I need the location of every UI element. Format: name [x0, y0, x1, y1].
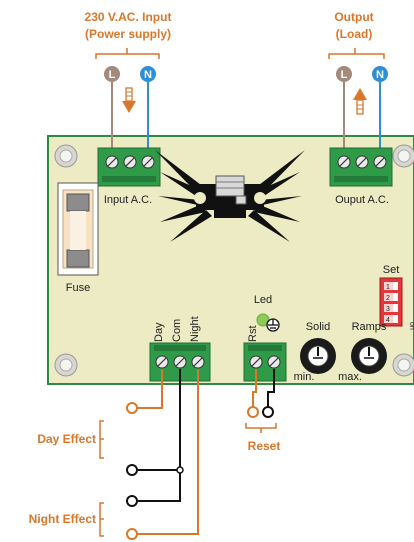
output-title-line1: Output [334, 10, 373, 24]
arrow-up-icon [353, 88, 367, 115]
output-neutral-badge [372, 66, 388, 82]
night-wire [138, 369, 199, 535]
com-label: Com [171, 319, 183, 342]
dip-number-1: 1 [386, 284, 390, 291]
heatsink [155, 150, 305, 242]
output-live-badge [336, 66, 352, 82]
screw-icon [123, 155, 137, 169]
screw-icon [249, 355, 263, 369]
screw-icon [105, 155, 119, 169]
output-ac-label: Ouput A.C. [335, 194, 389, 206]
day-wire [138, 369, 163, 409]
screw-icon [267, 355, 281, 369]
effect-terminal-block [149, 342, 211, 382]
screw-icon [355, 155, 369, 169]
reset-wire-orange [252, 369, 257, 408]
dip-on-label: on [408, 322, 414, 330]
rst-label: Rst [247, 326, 259, 343]
night-effect-bracket [99, 502, 104, 537]
day-effect-label: Day Effect [37, 432, 96, 446]
solid-potentiometer-icon [300, 338, 336, 374]
output-live-letter: L [341, 69, 348, 81]
screw-icon [141, 155, 155, 169]
input-neutral-letter: N [144, 69, 152, 81]
output-terminal-block [329, 147, 393, 187]
night-effect-label: Night Effect [29, 512, 96, 526]
dip-number-2: 2 [386, 295, 390, 302]
input-ac-label: Input A.C. [104, 194, 152, 206]
com-junction [176, 466, 184, 474]
led-label: Led [254, 294, 272, 306]
day-label: Day [153, 322, 165, 342]
reset-bracket [245, 423, 277, 433]
day-effect-bracket [99, 420, 104, 459]
mounting-hole-bottom-right [392, 353, 414, 377]
input-live-letter: L [109, 69, 116, 81]
fuse-label: Fuse [66, 282, 90, 294]
input-live-badge [104, 66, 120, 82]
reset-terminal-block [243, 342, 287, 382]
screw-icon [373, 155, 387, 169]
output-title-line2: (Load) [336, 27, 373, 41]
ground-icon [266, 318, 280, 332]
screw-icon [191, 355, 205, 369]
night-label: Night [189, 316, 201, 342]
input-title-line1: 230 V.AC. Input [85, 10, 172, 24]
min-label: min. [294, 371, 315, 383]
screw-icon [155, 355, 169, 369]
dip-number-4: 4 [386, 317, 390, 324]
input-neutral-badge [140, 66, 156, 82]
input-bracket [95, 48, 160, 59]
output-neutral-letter: N [376, 69, 384, 81]
mounting-hole-top-right [392, 144, 414, 168]
input-terminal-block [97, 147, 161, 187]
ramps-potentiometer-icon [351, 338, 387, 374]
solid-label: Solid [306, 321, 330, 333]
day-effect-switch [126, 402, 138, 476]
output-bracket [328, 48, 385, 59]
dip-switch [379, 277, 403, 327]
ramps-label: Ramps [352, 321, 387, 333]
fuse-icon [57, 182, 99, 276]
screw-icon [173, 355, 187, 369]
reset-wire-black [267, 369, 275, 408]
reset-label: Reset [248, 439, 281, 453]
night-effect-switch [126, 495, 138, 540]
set-label: Set [383, 264, 400, 276]
com-wire [138, 369, 181, 502]
input-title-line2: (Power supply) [85, 27, 171, 41]
screw-icon [337, 155, 351, 169]
mounting-hole-top-left [54, 144, 78, 168]
dip-number-3: 3 [386, 306, 390, 313]
max-label: max. [338, 371, 362, 383]
mounting-hole-bottom-left [54, 353, 78, 377]
arrow-down-icon [122, 87, 136, 113]
reset-switch [247, 406, 274, 418]
